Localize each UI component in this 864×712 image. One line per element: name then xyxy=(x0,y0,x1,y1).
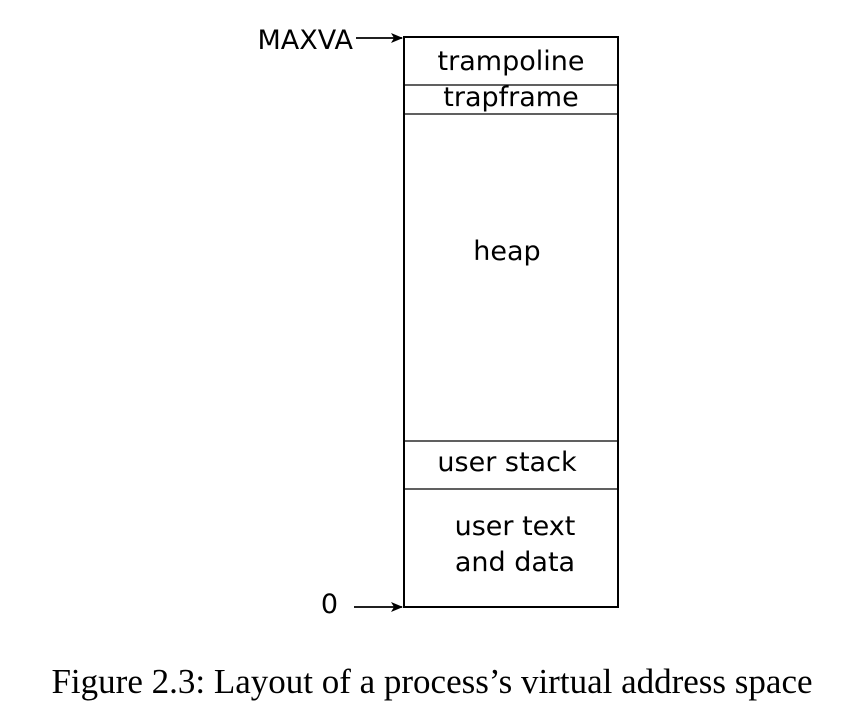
figure-caption: Figure 2.3: Layout of a process’s virtua… xyxy=(51,662,813,701)
zero-label: 0 xyxy=(321,589,338,620)
region-user-text-label-line1: user text xyxy=(455,511,576,542)
region-user-stack-label: user stack xyxy=(437,447,577,478)
region-trapframe-label: trapframe xyxy=(443,82,578,113)
region-user-text-label-line2: and data xyxy=(455,547,575,578)
address-space-box xyxy=(403,36,619,608)
region-trampoline-label: trampoline xyxy=(438,46,585,77)
region-heap-label: heap xyxy=(473,236,540,267)
maxva-label: MAXVA xyxy=(258,25,354,56)
